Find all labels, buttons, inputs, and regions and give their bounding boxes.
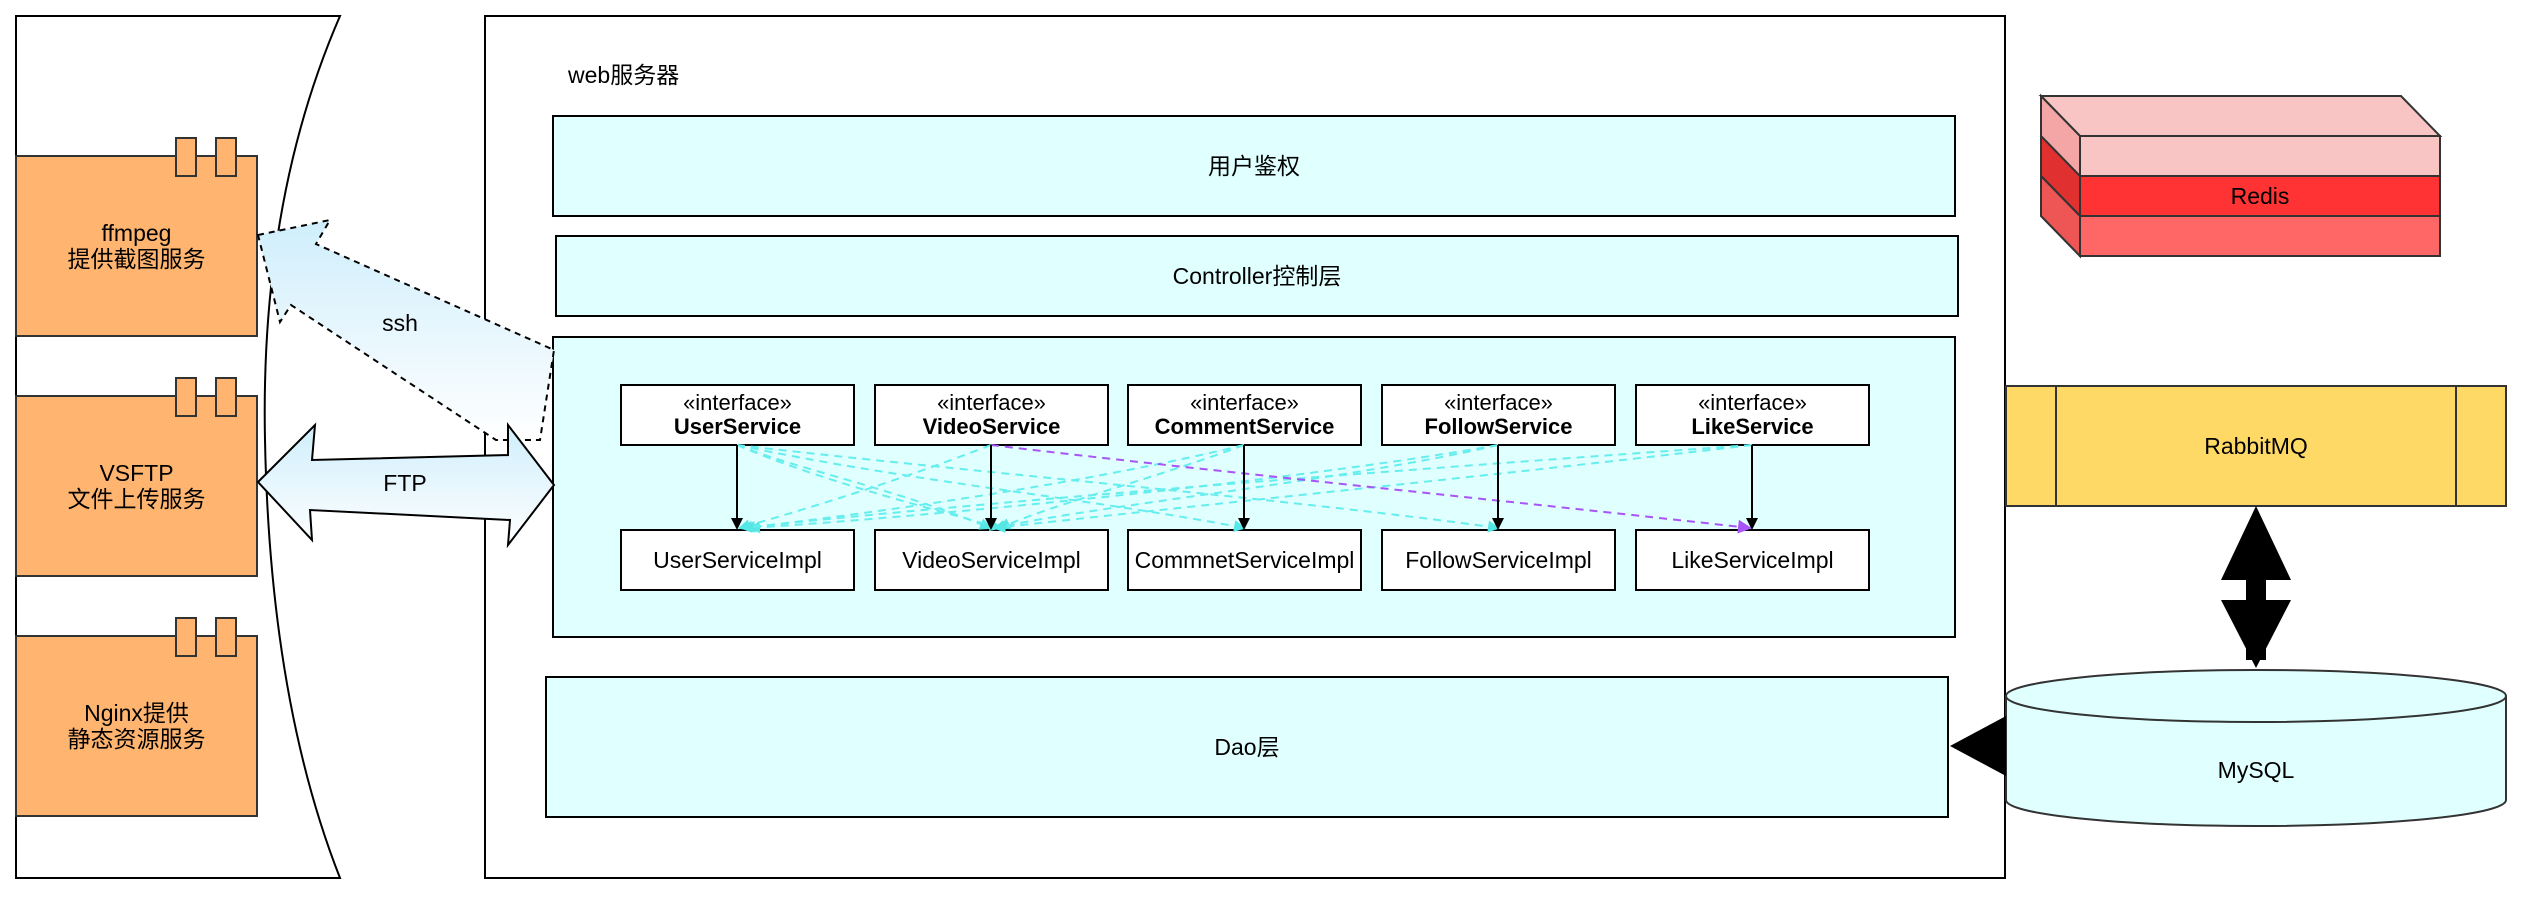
- mysql-dao-arrow: [1950, 716, 2006, 776]
- service-layer-box: [552, 336, 1956, 638]
- impl-video: VideoServiceImpl: [902, 546, 1081, 573]
- ssh-label: ssh: [382, 309, 418, 336]
- dependency-line-purple: [990, 444, 1752, 534]
- ffmpeg-component: [15, 137, 258, 337]
- interface-name: LikeService: [1691, 414, 1814, 439]
- rabbitmq-mysql-arrow: [2221, 506, 2291, 668]
- ftp-arrow: [256, 422, 556, 549]
- auth-layer-label: 用户鉴权: [1208, 152, 1300, 179]
- interface-box-user: [620, 384, 855, 446]
- component-icon: [175, 617, 197, 657]
- controller-layer-label: Controller控制层: [1172, 262, 1342, 289]
- dao-layer-label: Dao层: [1214, 733, 1280, 760]
- dao-layer-box: [545, 676, 1949, 818]
- interface-stereotype: «interface»: [1444, 389, 1553, 415]
- rabbitmq-label: RabbitMQ: [2204, 432, 2308, 459]
- vsftp-component: [15, 377, 258, 577]
- mysql-label: MySQL: [2217, 756, 2295, 783]
- interface-video: «interface» VideoService: [875, 385, 1108, 445]
- ftp-label: FTP: [383, 469, 427, 496]
- impl-follow: FollowServiceImpl: [1405, 546, 1592, 573]
- dependency-lines: [736, 444, 1753, 534]
- interface-user: «interface» UserService: [621, 385, 854, 445]
- impl-comment: CommnetServiceImpl: [1134, 546, 1355, 573]
- component-icon: [175, 377, 197, 417]
- interface-follow: «interface» FollowService: [1382, 385, 1615, 445]
- impl-like: LikeServiceImpl: [1671, 546, 1834, 573]
- impl-user: UserServiceImpl: [653, 546, 822, 573]
- impl-box-video: [874, 529, 1109, 591]
- service-label-vsftp: VSFTP 文件上传服务: [67, 459, 206, 512]
- service-label-nginx: Nginx提供 静态资源服务: [67, 699, 206, 752]
- component-icon: [175, 137, 197, 177]
- interface-name: FollowService: [1424, 414, 1573, 439]
- interface-name: UserService: [673, 414, 802, 439]
- interface-stereotype: «interface»: [1698, 389, 1807, 415]
- redis-stack: [2038, 93, 2443, 259]
- nginx-component: [15, 617, 258, 817]
- mysql-cylinder: [2005, 669, 2507, 827]
- web-server-title: web服务器: [568, 61, 680, 88]
- implementation-arrows: [731, 445, 1758, 530]
- interface-name: VideoService: [922, 414, 1061, 439]
- impl-box-follow: [1381, 529, 1616, 591]
- impl-box-comment: [1127, 529, 1362, 591]
- interface-name: CommentService: [1154, 414, 1335, 439]
- impl-box-user: [620, 529, 855, 591]
- ssh-arrow: [256, 218, 556, 441]
- impl-box-like: [1635, 529, 1870, 591]
- redis-label: Redis: [2230, 182, 2290, 209]
- controller-layer-box: [555, 235, 1959, 317]
- interface-like: «interface» LikeService: [1636, 385, 1869, 445]
- auth-layer-box: [552, 115, 1956, 217]
- interface-stereotype: «interface»: [683, 389, 792, 415]
- interface-stereotype: «interface»: [1190, 389, 1299, 415]
- interface-box-video: [874, 384, 1109, 446]
- service-label-ffmpeg: ffmpeg 提供截图服务: [67, 219, 206, 272]
- interface-comment: «interface» CommentService: [1128, 385, 1361, 445]
- interface-stereotype: «interface»: [937, 389, 1046, 415]
